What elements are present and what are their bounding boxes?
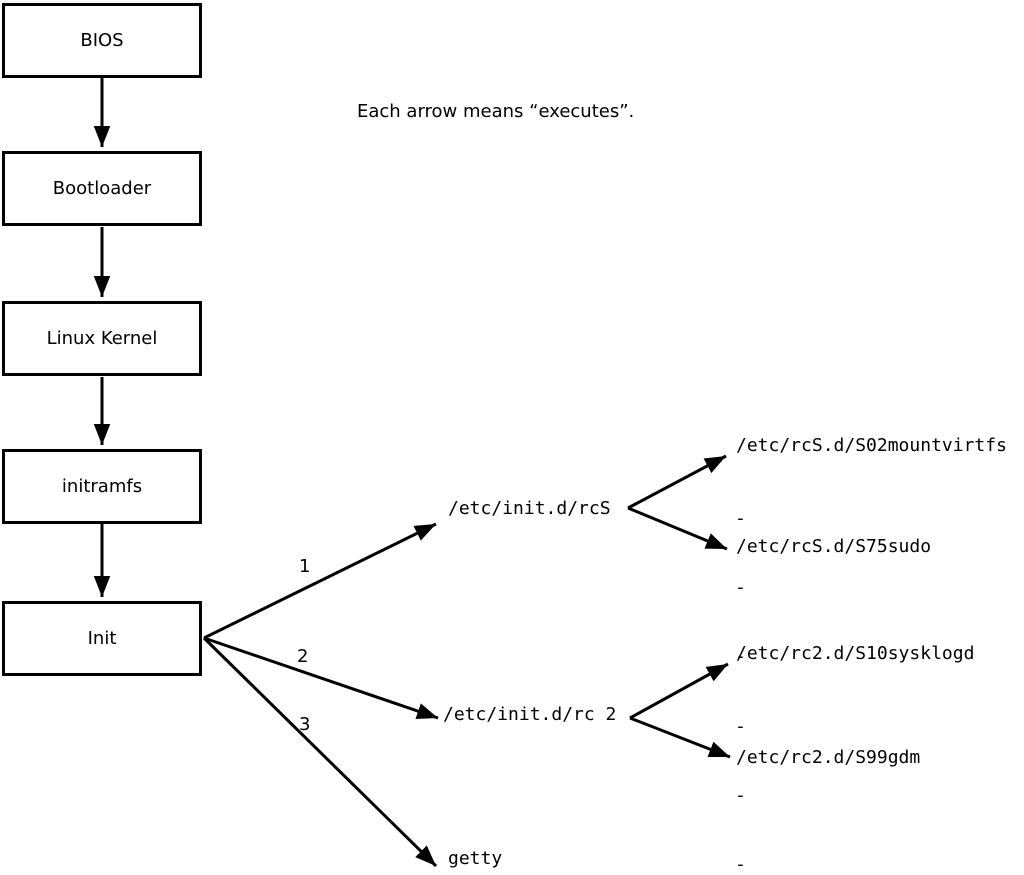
node-initramfs: initramfs [2,449,202,524]
node-linux-kernel: Linux Kernel [2,301,202,376]
label-rc2-d-s99gdm: /etc/rc2.d/S99gdm [736,747,921,768]
node-init-label: Init [87,628,117,649]
branch-order-2: 2 [297,646,309,667]
arrow-rcs-to-s02 [627,454,727,510]
ellipsis-line: - [735,646,746,667]
ellipsis-line: - [735,854,746,875]
label-init-d-rc2: /etc/init.d/rc 2 [443,704,617,725]
ellipsis-rc2-scripts: - - - [735,669,778,875]
label-init-d-rcs: /etc/init.d/rcS [448,498,611,519]
arrow-rcs-to-s75 [627,506,728,551]
arrow-init-to-getty [202,636,438,868]
ellipsis-line: - [735,716,746,737]
node-bios: BIOS [2,3,202,78]
label-getty: getty [448,848,503,869]
node-bootloader-label: Bootloader [52,178,152,199]
node-initramfs-label: initramfs [61,476,143,497]
ellipsis-rcs-scripts: - - - [735,461,778,714]
ellipsis-line: - [735,508,746,529]
label-rcs-d-s02mountvirtfs: /etc/rcS.d/S02mountvirtfs [736,435,1007,456]
arrow-init-to-rcs [203,522,437,640]
node-bootloader: Bootloader [2,151,202,226]
branch-order-3: 3 [299,714,311,735]
arrow-init-to-rc2 [203,636,439,720]
branch-order-1: 1 [299,556,311,577]
ellipsis-line: - [735,785,746,806]
node-init: Init [2,601,202,676]
arrow-rc2-to-s99 [629,716,731,759]
label-rc2-d-s10sysklogd: /etc/rc2.d/S10sysklogd [736,643,975,664]
label-rcs-d-s75sudo: /etc/rcS.d/S75sudo [736,536,932,557]
legend-note: Each arrow means “executes”. [357,101,635,122]
node-bios-label: BIOS [80,30,124,51]
node-linux-kernel-label: Linux Kernel [46,328,158,349]
ellipsis-line: - [735,577,746,598]
arrow-rc2-to-s10 [629,662,729,720]
